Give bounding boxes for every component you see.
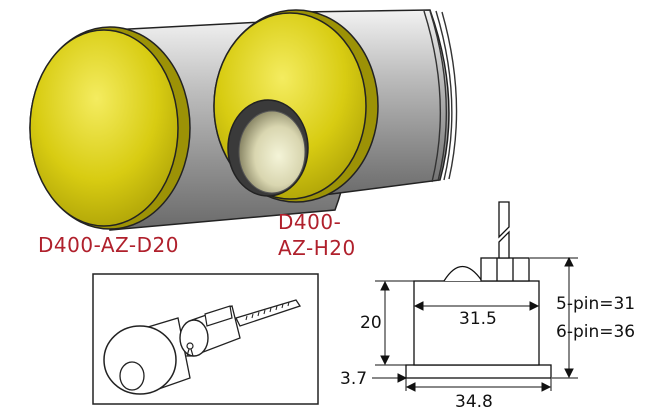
dome: [443, 265, 483, 282]
dim-315-arrow-right: [529, 301, 540, 311]
dim-348-arrow-right: [541, 382, 552, 392]
cylinder-h20-rings: [423, 10, 458, 183]
dimension-drawing: [405, 201, 552, 379]
dim-20-arrow-top: [380, 280, 390, 291]
label-d20: D400-AZ-D20: [38, 233, 179, 257]
key-cylinder-illustration: [92, 273, 319, 405]
key-serrations: [245, 301, 290, 321]
label-h20-line2: AZ-H20: [278, 236, 356, 260]
label-h20-line1: D400-: [278, 210, 342, 234]
key-shaft: [498, 201, 510, 239]
dim-height-label: 20: [360, 313, 382, 333]
dim-348-arrow-left: [405, 382, 416, 392]
cylinder-h20-hole-inner: [238, 110, 306, 194]
dim-pin6-label: 6-pin=36: [556, 322, 636, 342]
cylinder-d20-cap: [29, 29, 179, 227]
dim-base-width-label: 34.8: [455, 392, 493, 412]
key-blade: [235, 299, 302, 327]
dim-pin-arrow-bottom: [564, 368, 574, 379]
dimension-lines: [372, 256, 578, 392]
base-plate: [405, 364, 552, 379]
dim-pin-arrow-top: [564, 256, 574, 267]
dim-inner-width-label: 31.5: [459, 309, 497, 329]
cylinder-face-inner: [119, 361, 145, 391]
cam-tab: [204, 305, 233, 327]
key-shaft-lower: [498, 230, 510, 259]
main-body: [413, 280, 540, 366]
ratchet-block: [480, 257, 530, 282]
cam-face: [179, 319, 209, 357]
dim-base-thickness-label: 3.7: [340, 369, 368, 389]
keyhole-icon: [186, 342, 194, 357]
dim-pin5-label: 5-pin=31: [556, 294, 636, 314]
cylinder-h20: [213, 9, 458, 203]
dim-315-arrow-left: [413, 301, 424, 311]
dim-20-arrow-bottom: [380, 355, 390, 366]
dim-37-arrow: [397, 373, 408, 383]
